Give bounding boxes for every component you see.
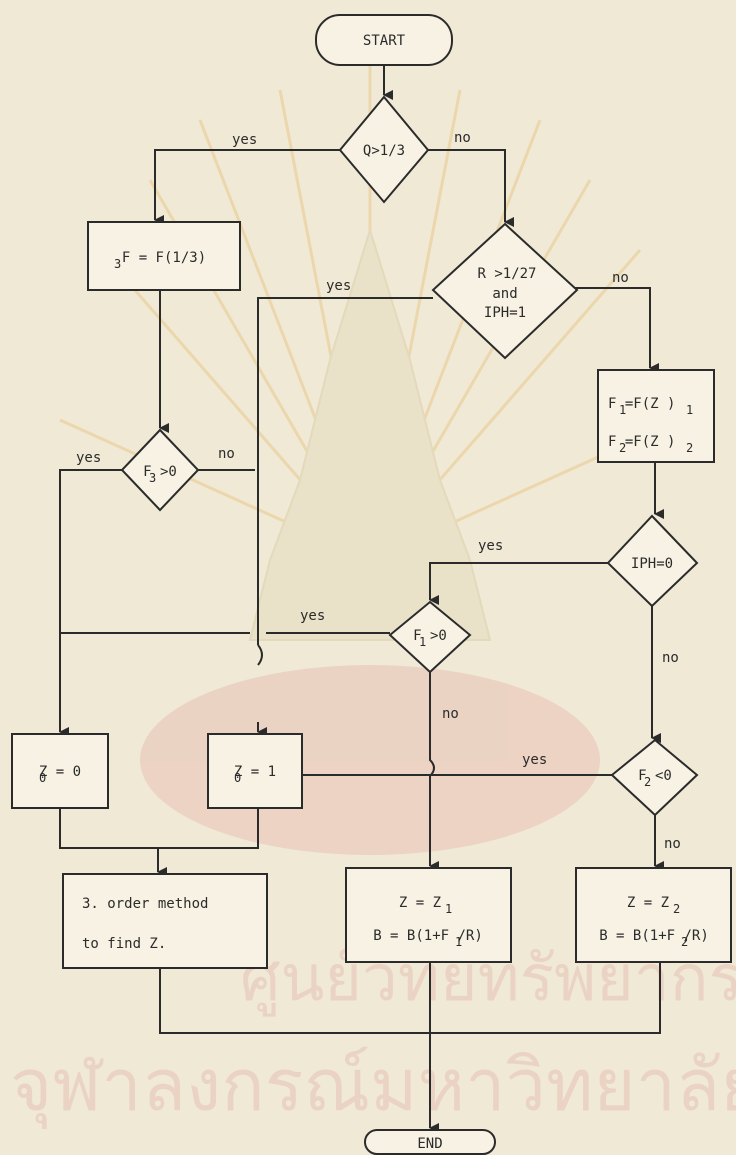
decision-f3pos-sub: 3	[149, 471, 156, 485]
decision-r-line1: R >1/27	[477, 266, 536, 282]
edge-r-yes-jump	[257, 644, 263, 666]
decision-f1pos: F >0 1	[388, 600, 472, 674]
label-f2-no: no	[664, 836, 681, 852]
pagoda-shape	[248, 226, 492, 641]
end-label: END	[417, 1136, 442, 1152]
f3-assign-sub: 3	[114, 257, 121, 271]
decision-iph0: IPH=0	[606, 514, 699, 608]
z2-line2-sub: 2	[681, 935, 688, 949]
process-f3-assign: F = F(1/3) 3	[87, 221, 241, 291]
node-start: START	[315, 14, 453, 66]
decision-f1pos-label: F >0	[413, 628, 447, 644]
f1f2-line1-sub-a: 1	[619, 403, 626, 417]
decision-iph0-label: IPH=0	[631, 556, 673, 572]
label-f3-yes: yes	[76, 450, 101, 466]
process-z0-one: Z = 1 0	[207, 733, 303, 809]
decision-f1pos-sub: 1	[419, 635, 426, 649]
label-iph-no: no	[662, 650, 679, 666]
decision-f2neg-label: F <0	[638, 768, 672, 784]
decision-q: Q>1/3	[338, 95, 430, 204]
start-label: START	[363, 33, 406, 49]
label-iph-yes: yes	[478, 538, 503, 554]
watermark-text-line2: จุฬาลงกรณ์มหาวิทยาลัย	[10, 1043, 736, 1129]
f1f2-line2-sub-b: 2	[686, 441, 693, 455]
watermark: ศูนย์วิทยทรัพยากร จุฬาลงกรณ์มหาวิทยาลัย	[10, 60, 736, 1129]
decision-q-label: Q>1/3	[363, 143, 405, 159]
f1f2-line1-sub-b: 1	[686, 403, 693, 417]
f3-assign-label: F = F(1/3)	[122, 250, 206, 266]
z1-line2-sub: 1	[455, 935, 462, 949]
z0-one-label: Z = 1	[234, 764, 276, 780]
z0-zero-label: Z = 0	[39, 764, 81, 780]
f1f2-line2: F =F(Z )	[608, 434, 675, 450]
label-r-yes: yes	[326, 278, 351, 294]
z2-line1-sub: 2	[673, 902, 680, 916]
label-f1-yes: yes	[300, 608, 325, 624]
edge-labels: yes no yes no yes no yes no yes no yes n…	[76, 130, 681, 852]
edge-r-no	[575, 287, 659, 373]
z2-line1: Z = Z	[627, 895, 669, 911]
z1-line2: B = B(1+F /R)	[373, 928, 483, 944]
edge-bottom-merge	[159, 962, 661, 1034]
f1f2-line2-sub-a: 2	[619, 441, 626, 455]
z1-line1: Z = Z	[399, 895, 441, 911]
edge-q-no	[428, 149, 514, 227]
process-z0-zero: Z = 0 0	[11, 733, 109, 809]
process-f1f2: F =F(Z ) 1 1 F =F(Z ) 2 2	[597, 369, 715, 463]
f1f2-line1: F =F(Z )	[608, 396, 675, 412]
decision-r-line2: and	[492, 286, 517, 302]
edge-r-yes	[257, 297, 433, 645]
decision-f3pos-label: F >0	[143, 464, 177, 480]
z0-zero-sub: 0	[39, 771, 46, 785]
z1-line1-sub: 1	[445, 902, 452, 916]
z0-one-sub: 0	[234, 771, 241, 785]
decision-f3pos: F >0 3	[120, 428, 200, 512]
edge-iph-yes	[429, 562, 608, 605]
edge-f3pos-yes	[59, 469, 122, 737]
node-end: END	[364, 1129, 496, 1155]
decision-f2neg-sub: 2	[644, 775, 651, 789]
order-line1: 3. order method	[82, 896, 208, 912]
z2-line2: B = B(1+F /R)	[599, 928, 709, 944]
edge-q-yes	[154, 149, 340, 225]
label-f1-no: no	[442, 706, 459, 722]
decision-r: R >1/27 and IPH=1	[431, 222, 579, 360]
decision-f2neg: F <0 2	[610, 738, 699, 817]
label-f2-yes: yes	[522, 752, 547, 768]
connectors	[59, 66, 664, 1133]
decision-r-line3: IPH=1	[484, 305, 526, 321]
label-q-no: no	[454, 130, 471, 146]
label-q-yes: yes	[232, 132, 257, 148]
process-order-method: 3. order method to find Z.	[62, 873, 268, 969]
label-f3-no: no	[218, 446, 235, 462]
process-z2: Z = Z 2 B = B(1+F /R) 2	[575, 867, 732, 963]
process-z1: Z = Z 1 B = B(1+F /R) 1	[345, 867, 512, 963]
label-r-no: no	[612, 270, 629, 286]
order-line2: to find Z.	[82, 936, 166, 952]
